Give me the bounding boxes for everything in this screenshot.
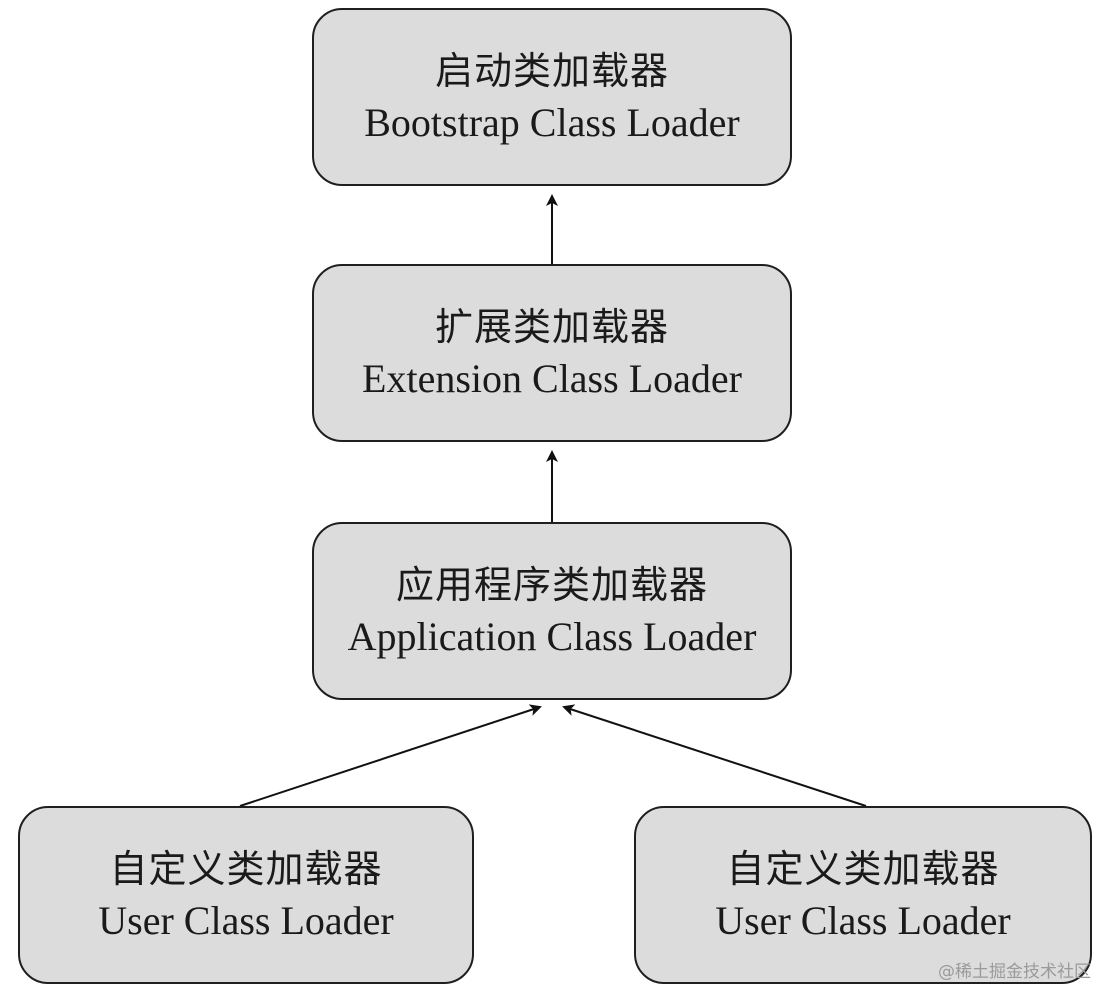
- node-user-right-en-label: User Class Loader: [715, 898, 1011, 943]
- node-application-zh-label: 应用程序类加载器: [395, 563, 708, 607]
- node-user-left-zh-label: 自定义类加载器: [109, 847, 383, 891]
- node-extension-en-label: Extension Class Loader: [362, 356, 742, 401]
- node-user-right-zh-label: 自定义类加载器: [726, 847, 1000, 891]
- watermark-text: @稀土掘金技术社区: [938, 962, 1091, 982]
- arrow-user1-to-application: [239, 704, 542, 807]
- node-bootstrap-class-loader: 启动类加载器 Bootstrap Class Loader: [312, 8, 792, 186]
- arrow-user2-to-application: [562, 704, 867, 807]
- node-user-left-en-label: User Class Loader: [98, 898, 394, 943]
- node-application-en-label: Application Class Loader: [347, 614, 757, 659]
- node-extension-class-loader: 扩展类加载器 Extension Class Loader: [312, 264, 792, 442]
- node-user-class-loader-right: 自定义类加载器 User Class Loader: [634, 806, 1092, 984]
- node-user-class-loader-left: 自定义类加载器 User Class Loader: [18, 806, 474, 984]
- node-bootstrap-zh-label: 启动类加载器: [434, 49, 669, 93]
- node-application-class-loader: 应用程序类加载器 Application Class Loader: [312, 522, 792, 700]
- node-extension-zh-label: 扩展类加载器: [434, 305, 669, 349]
- node-bootstrap-en-label: Bootstrap Class Loader: [364, 100, 740, 145]
